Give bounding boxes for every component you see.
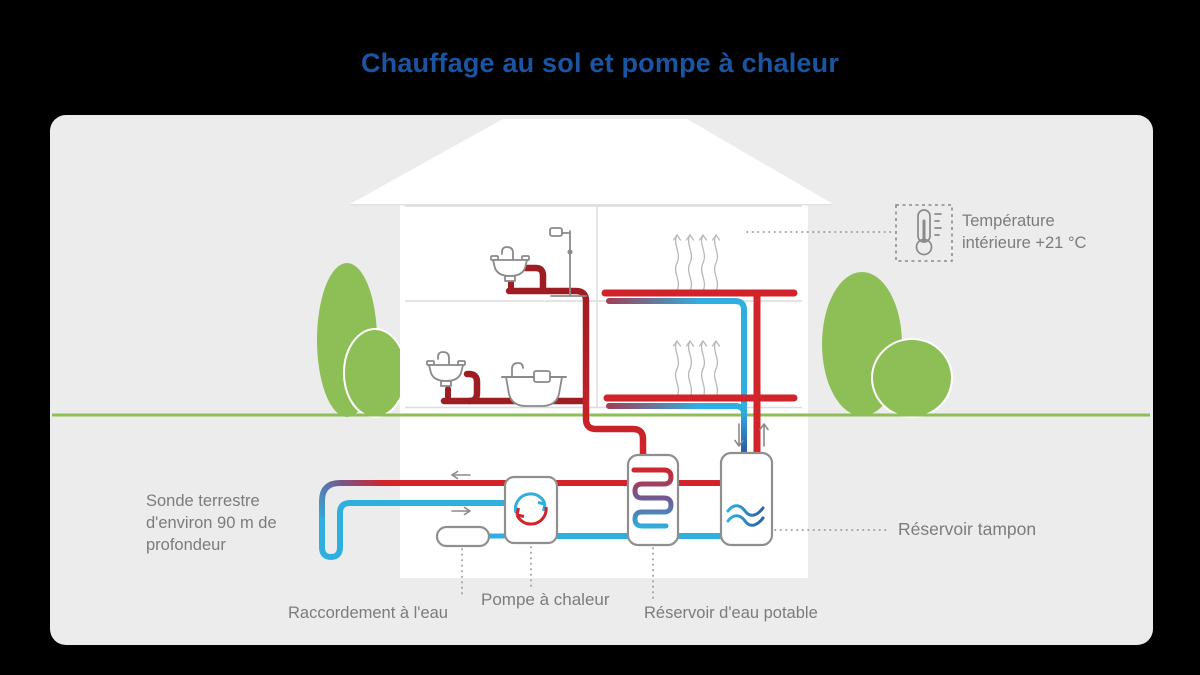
shower-icon: [549, 227, 587, 297]
thermometer-icon: [915, 209, 942, 256]
flow-arrow-down-icon: [734, 423, 744, 447]
heat-pump-box: [503, 475, 559, 545]
flow-arrow-right-icon: [451, 506, 471, 516]
potable-water-tank: [626, 453, 680, 547]
dotted-connectors: [461, 231, 893, 599]
roof: [350, 119, 833, 204]
label-raccordement: Raccordement à l'eau: [288, 604, 448, 622]
heat-exchanger-coil-icon: [631, 467, 674, 529]
label-sonde: Sonde terrestre d'environ 90 m de profon…: [146, 492, 277, 554]
heat-pump-cycle-icon: [513, 492, 548, 526]
sink-lower-icon: [426, 351, 466, 387]
flow-arrow-up-icon: [759, 423, 769, 447]
label-pompe: Pompe à chaleur: [481, 590, 610, 609]
bathtub-icon: [501, 362, 567, 407]
ground-loop-pipe: [319, 480, 508, 560]
flow-arrow-left-icon: [451, 470, 471, 480]
sink-upper-icon: [490, 246, 530, 282]
floor-heating-pipes: [601, 289, 798, 459]
dashed-box: [895, 204, 953, 262]
water-connection-box: [435, 525, 491, 548]
page-title: Chauffage au sol et pompe à chaleur: [360, 48, 840, 78]
thermometer-callout: [895, 204, 953, 262]
buffer-tank: [719, 451, 774, 547]
label-reservoir-potable: Réservoir d'eau potable: [644, 604, 818, 622]
tree-left-icon: [317, 263, 407, 418]
label-reservoir-tampon: Réservoir tampon: [898, 519, 1037, 539]
water-waves-icon: [726, 504, 765, 527]
label-temperature: Température intérieure +21 °C: [962, 212, 1087, 252]
tree-right-icon: [822, 272, 953, 418]
